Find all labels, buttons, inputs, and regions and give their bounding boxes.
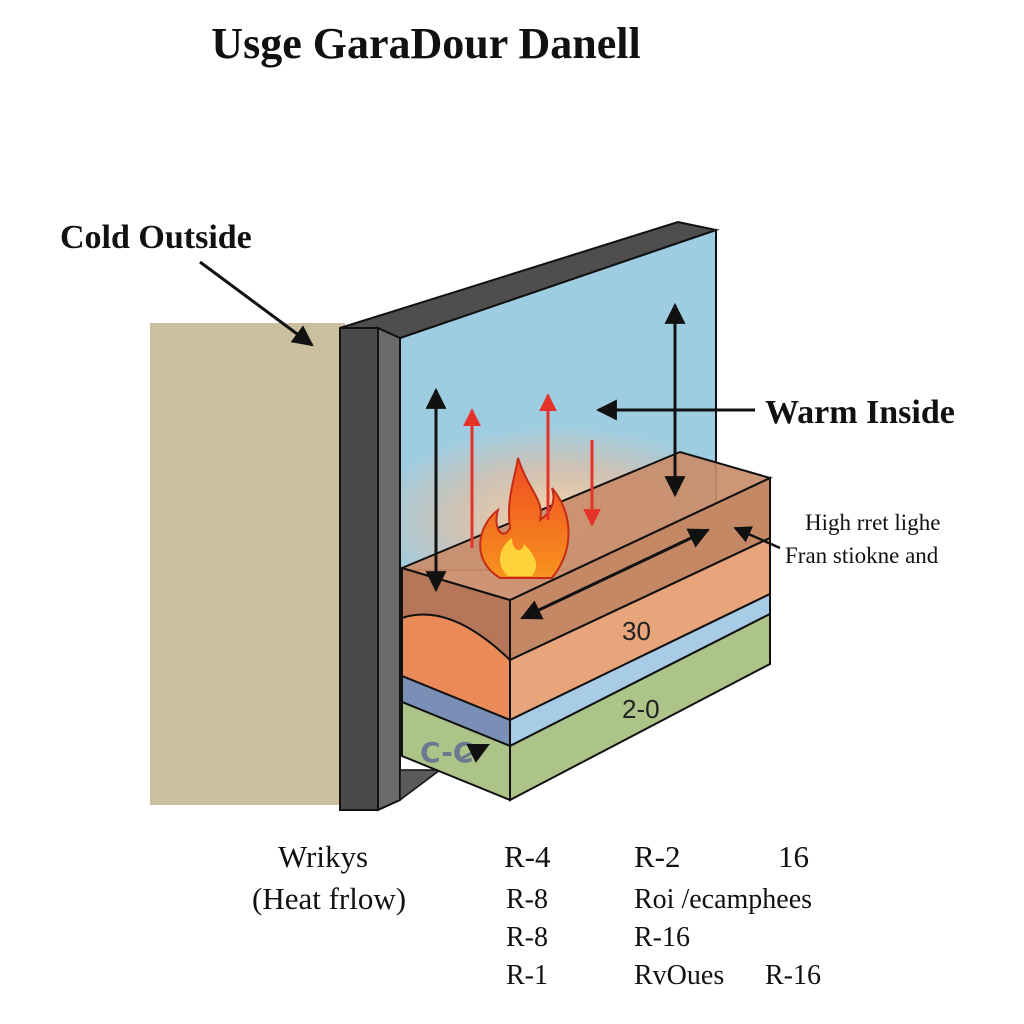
- heat-flow-arrows: [463, 393, 601, 548]
- label-warm-inside: Warm Inside: [765, 394, 955, 431]
- layer-number-lower: 2-0: [622, 694, 660, 724]
- table-col2-row3: R-16: [634, 922, 690, 953]
- table-heading-line-1: Wrikys: [278, 839, 368, 874]
- callout-arrow: [733, 526, 781, 550]
- table-col2-row1: R-2: [634, 839, 681, 874]
- dimension-arrows: [425, 302, 710, 620]
- table-col1-row1: R-4: [504, 839, 551, 874]
- table-col1-row3: R-8: [506, 922, 548, 953]
- r-value-table: Wrikys (Heat frlow) R-4 R-8 R-8 R-1 R-2 …: [252, 839, 821, 991]
- wall-front-face: [339, 327, 379, 811]
- layer-number-upper: 30: [622, 616, 651, 646]
- svg-text:C-C: C-C: [420, 736, 473, 769]
- wall-base-edge: [399, 769, 443, 802]
- cold-outside-arrow: [199, 260, 314, 347]
- table-col2-row4: RvOues: [634, 960, 724, 991]
- recycle-arrow-icon: C-C: [420, 736, 490, 769]
- table-col2-row2: Roi /ecamphees: [634, 884, 812, 915]
- callout-line-1: High rret lighe: [805, 510, 940, 535]
- diagram-title: Usge GaraDour Danell: [211, 19, 640, 68]
- layer-green-front: [509, 612, 771, 802]
- table-heading-line-2: (Heat frlow): [252, 881, 406, 916]
- table-col1-row2: R-8: [506, 884, 548, 915]
- table-col3-row1: 16: [778, 839, 809, 874]
- table-col1-row4: R-1: [506, 960, 548, 991]
- callout-line-2: Fran stiokne and: [785, 543, 939, 568]
- table-col3-row4: R-16: [765, 960, 821, 991]
- label-cold-outside: Cold Outside: [60, 219, 252, 256]
- outside-wall-panel: [150, 323, 345, 805]
- wall-side-face: [377, 326, 401, 812]
